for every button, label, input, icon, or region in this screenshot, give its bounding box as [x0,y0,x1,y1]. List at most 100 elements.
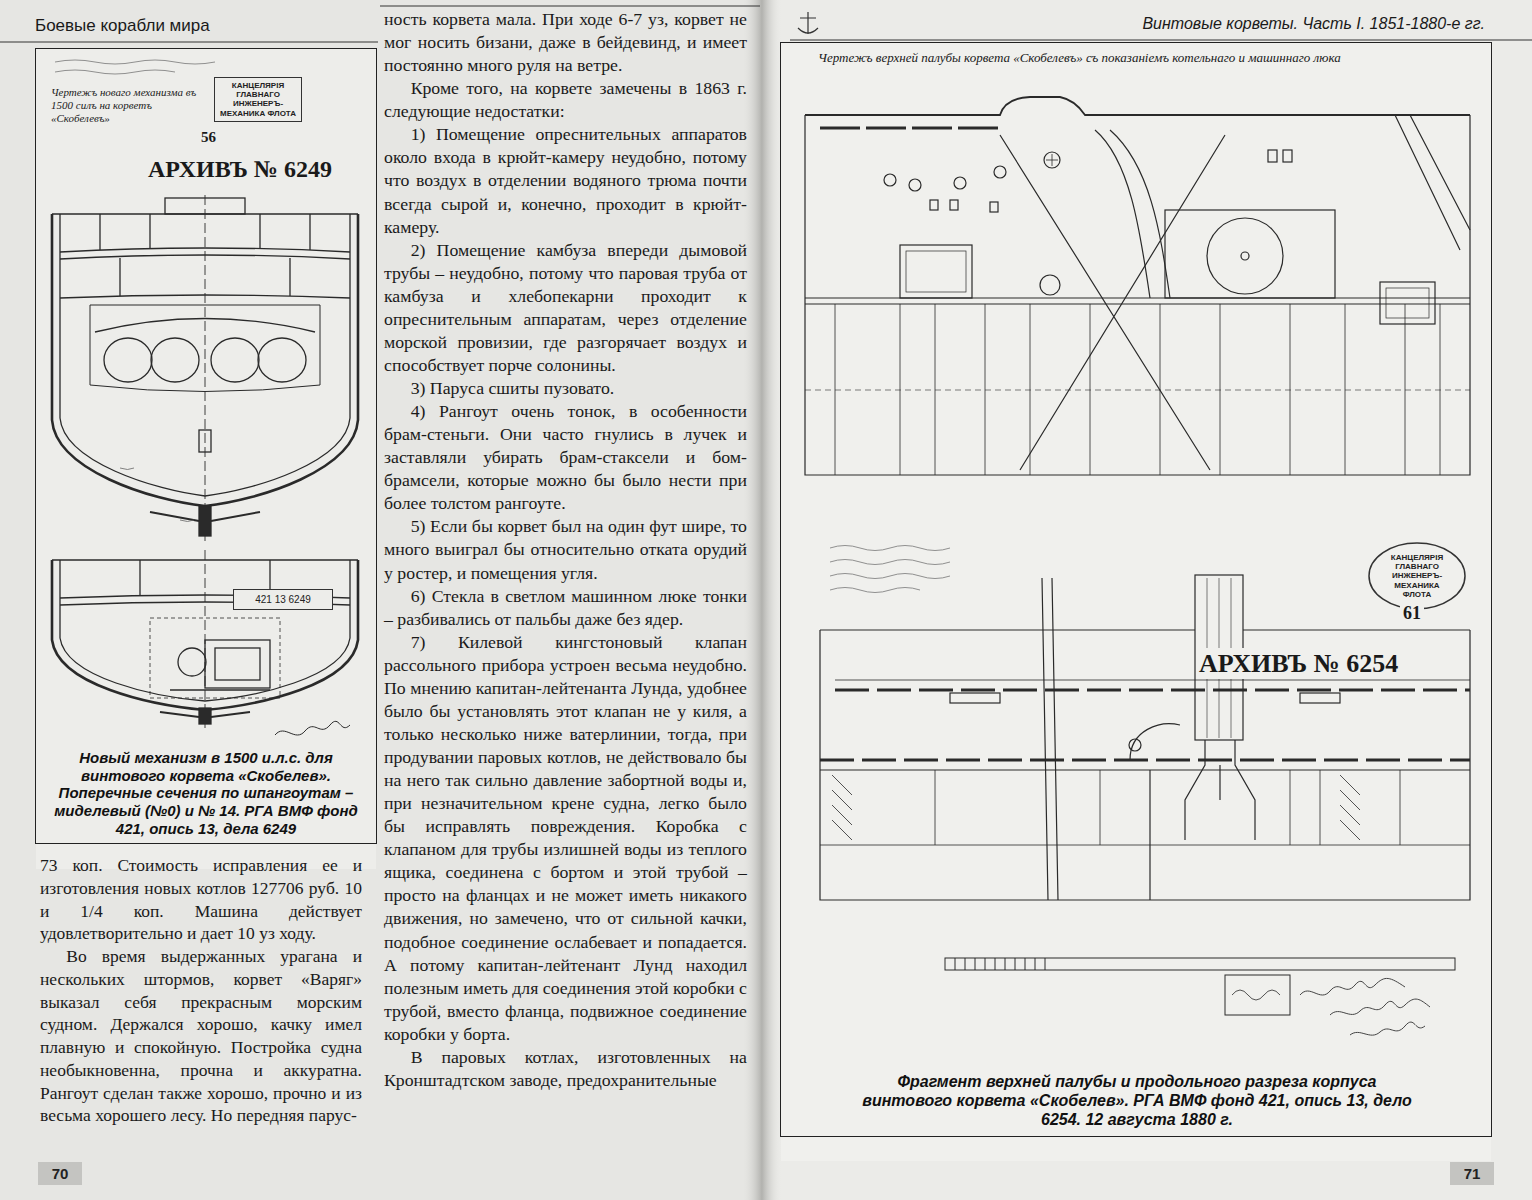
running-head: Винтовые корветы. Часть I. 1851-1880-е г… [840,14,1485,33]
longitudinal-section [1340,775,1360,840]
running-head: Боевые корабли мира [35,16,365,36]
upper-deck-plan [1044,152,1060,168]
stamp-oval [1369,543,1465,609]
paper [762,0,1532,1200]
body-paragraph: 5) Если бы корвет был на один фут шире, … [384,515,747,584]
upper-deck-plan [1380,282,1435,324]
upper-deck-plan [954,177,966,189]
archive-number: АРХИВЪ № 6254 [1196,648,1401,679]
longitudinal-section [1149,770,1150,900]
archive-stamp: 421 13 6249 [233,589,333,610]
cross-section-midship [55,60,215,64]
cross-section-midship [205,195,206,545]
archive-stamp: КАНЦЕЛЯРІЯ ГЛАВНАГО ИНЖЕНЕРЪ-МЕХАНИКА ФЛ… [214,77,302,122]
upper-deck-plan [1095,130,1170,298]
body-paragraph: 6) Стекла в светлом машинном люке тонки … [384,585,747,631]
longitudinal-section [1185,740,1255,840]
upper-deck-plan [950,200,958,210]
cross-section-frame-14 [275,721,350,735]
upper-deck-plan [1283,150,1292,162]
body-paragraph: В паровых котлах, изготовленных на Кронш… [384,1046,747,1092]
body-paragraph: 7) Килевой кингстоновый клапан рассольно… [384,631,747,1046]
longitudinal-section [820,759,1470,762]
body-paragraph: 4) Рангоут очень тонок, в особенности бр… [384,400,747,515]
upper-deck-plan [1046,154,1058,166]
upper-deck-plan [994,166,1006,178]
upper-deck-plan [805,115,1470,475]
upper-deck-plan [1165,210,1335,298]
archive-stamp: КАНЦЕЛЯРІЯ ГЛАВНАГО ИНЖЕНЕРЪ-МЕХАНИКА ФЛ… [1367,541,1467,611]
cross-section-frame-14 [150,618,280,698]
cross-section-frame-14 [160,712,250,717]
longitudinal-section [830,546,950,551]
upper-deck-plan [1040,275,1060,295]
cross-section-frame-14 [199,708,211,724]
body-paragraph: Во время выдержанных урагана и нескольки… [40,945,362,1127]
stamp-text: 421 13 6249 [239,594,327,605]
body-paragraph: Кроме того, на корвете замечены в 1863 г… [384,77,747,123]
paper [742,0,782,1200]
longitudinal-section [830,574,950,579]
upper-deck-plan [1207,218,1283,294]
upper-deck-plan [884,174,896,186]
signature [1350,1022,1425,1035]
paper [0,0,762,1200]
longitudinal-section [1042,578,1058,900]
cross-section-midship [120,468,194,522]
figure-caption: Новый механизм в 1500 и.л.с. для винтово… [44,749,368,837]
page-number-text: 71 [1459,1165,1485,1182]
figure-caption: Фрагмент верхней палубы и продольного ра… [851,1073,1423,1130]
longitudinal-section [820,769,1470,770]
upper-deck-plan [835,304,1440,475]
scale-bar [955,958,1045,970]
longitudinal-section [830,560,950,565]
cross-section-frame-14 [52,550,358,735]
page-number-text: 70 [47,1165,73,1182]
longitudinal-section [950,693,1000,703]
scale-bar [945,958,1455,970]
upper-deck-plan [1395,115,1470,250]
upper-deck-plan [930,200,938,210]
cross-section-midship [199,506,211,536]
longitudinal-section [1300,693,1340,703]
body-paragraph: 1) Помещение опреснительных аппаратов ок… [384,123,747,238]
sheet-number: 61 [1400,603,1424,625]
cross-section-midship [104,338,152,382]
longitudinal-section [830,588,920,593]
signature [1300,978,1405,995]
cross-section-midship [55,70,175,74]
stamp-text: КАНЦЕЛЯРІЯ ГЛАВНАГО ИНЖЕНЕРЪ-МЕХАНИКА ФЛ… [1381,553,1453,599]
scale-bar [1232,990,1280,1000]
cross-section-midship [258,338,306,382]
paper [781,43,1491,1161]
scale-bar [945,958,1455,1015]
upper-deck-plan [900,245,972,298]
upper-deck-plan [805,97,1470,115]
cross-section-frame-14 [205,550,206,730]
longitudinal-section [835,680,1470,681]
upper-deck-plan [1268,150,1277,162]
upper-deck-plan [1241,252,1249,260]
body-paragraph: 3) Паруса сшиты пузовато. [384,377,747,400]
cross-section-frame-14 [215,648,260,680]
upper-deck-plan [990,202,998,212]
body-paragraph: 73 коп. Стоимость исправления ее и изгот… [40,854,362,945]
upper-deck-plan [1000,135,1225,470]
page-number: 70 [38,1162,82,1185]
header-rules [0,41,378,42]
cross-section-frame-14 [178,648,206,676]
cross-section-midship [151,338,199,382]
archive-number: АРХИВЪ № 6249 [145,155,335,184]
cross-section-midship [52,60,358,545]
longitudinal-section [1130,724,1180,760]
upper-deck-plan [906,251,966,292]
longitudinal-section [820,629,1470,630]
cross-section-midship [150,512,260,521]
page-number: 71 [1450,1162,1494,1185]
cross-section-frame-14 [170,689,270,690]
longitudinal-section [832,775,852,840]
upper-deck-plan [805,97,1470,475]
longitudinal-section [820,546,1470,901]
upper-deck-plan [820,127,1000,130]
